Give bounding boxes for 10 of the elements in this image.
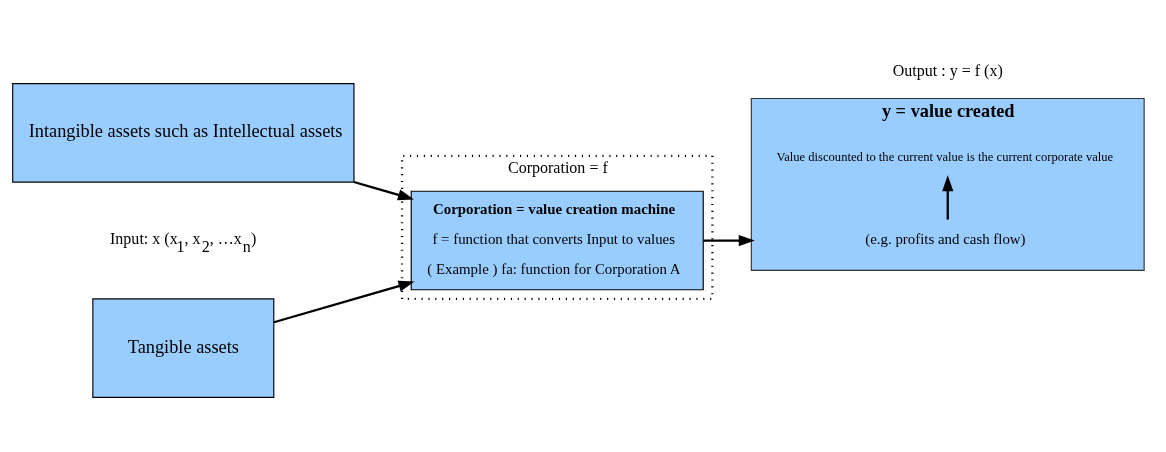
- arrow: [703, 234, 755, 246]
- node-box: Intangible assets such as Intellectual assets: [12, 82, 355, 183]
- arrow: [353, 180, 415, 200]
- node-text: (e.g. profits and cash flow): [865, 230, 1026, 247]
- node-box: Corporation = value creation machine f = function that converts Input to values ( Example ) fa: function for Corporation A: [410, 190, 704, 290]
- node-text: Value discounted to the current value is the current corporate value: [776, 149, 1114, 164]
- label: Output : y = f (x): [892, 61, 1003, 79]
- arrow: [942, 174, 954, 220]
- node-box: Tangible assets: [92, 297, 275, 398]
- arrow: [273, 280, 415, 323]
